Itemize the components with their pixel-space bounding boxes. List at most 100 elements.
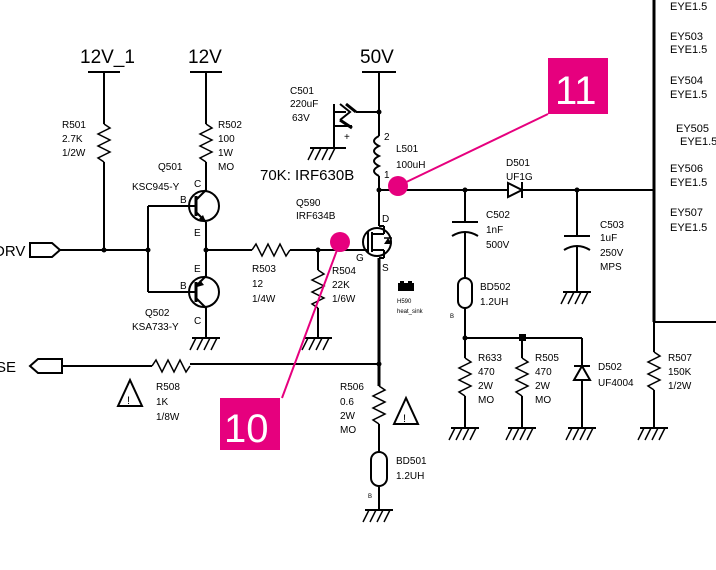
l501-pin1: 1 [384,170,390,181]
r503-resistor: R503 12 1/4W [203,242,362,305]
d501-part: UF1G [506,172,533,183]
q502-pin-e: E [194,264,201,275]
r508-rating: 1/8W [156,412,180,423]
q502-pin-b: B [180,281,187,292]
c502-ref: C502 [486,210,510,221]
r502-ref: R502 [218,120,242,131]
c502-rating: 500V [486,240,510,251]
eye-label-list: EYE1.5 EY503 EYE1.5 EY504 EYE1.5 EY505 E… [670,1,716,234]
bd502-bead: BD502 1.2UH B [450,277,511,338]
rail-12v1: 12V_1 [80,47,135,124]
r506-value: 0.6 [340,397,354,408]
r507-resistor: R507 150K 1/2W [646,322,692,428]
r505-type: MO [535,395,551,406]
rail-50v: 50V [360,47,396,136]
d501-ref: D501 [506,158,530,169]
d502-part: UF4004 [598,378,634,389]
c503-capacitor: C503 1uF 250V MPS [563,190,624,292]
r633-type: MO [478,395,494,406]
q501-transistor: Q501 KSC945-Y B C E [132,162,220,250]
r503-value: 12 [252,279,264,290]
r505-ground [505,427,536,441]
r508-resistor: R508 1K 1/8W [151,358,379,423]
drv-label: DRV [0,243,25,260]
q502-ground [189,337,220,351]
caution-icon: ! [392,395,420,425]
c503-rating: 250V [600,248,624,259]
q501-part: KSC945-Y [132,182,180,193]
r633-ground [448,427,479,441]
c503-ref: C503 [600,220,624,231]
eye-label: EYE1.5 [670,177,707,189]
q502-ref: Q502 [145,308,170,319]
eye-label: EYE1.5 [670,44,707,56]
q590-pin-d: D [382,214,389,225]
c501-rating: 63V [292,113,310,124]
eye-label: EY506 [670,163,703,175]
l501-pin2: 2 [384,132,390,143]
r505-value: 470 [535,367,552,378]
r501-value: 2.7K [62,134,83,145]
r505-resistor: R505 470 2W MO [514,338,559,428]
q502-part: KSA733-Y [132,322,179,333]
adjacent-block-border [652,0,716,323]
eye-label: EYE1.5 [680,136,716,148]
q502-transistor: B E C Q502 KSA733-Y [132,250,220,338]
r507-value: 150K [668,367,692,378]
caution-icon: ! [116,377,144,407]
r508-ref: R508 [156,382,180,393]
q501-pin-e: E [194,228,201,239]
q501-ref: Q501 [158,162,183,173]
heatsink-symbol: H590 heat_sink [397,281,424,315]
callout-10: 10 [220,232,350,451]
caution-mark-2: ! [403,413,406,425]
caution-mark-1: ! [127,395,130,407]
rail-12v: 12V [188,47,222,124]
sense-port: SE [0,358,152,376]
d501-diode: D501 UF1G [506,158,654,199]
callout-10-number: 10 [224,407,269,451]
eye-label: EY505 [676,123,709,135]
q590-part: IRF634B [296,211,336,222]
rail-12v1-label: 12V_1 [80,47,135,68]
r506-rating: 2W [340,411,356,422]
rail-12v-label: 12V [188,47,222,68]
r633-rating: 2W [478,381,494,392]
sense-label: SE [0,359,16,376]
r507-ref: R507 [668,353,692,364]
c503-type: MPS [600,262,622,273]
r633-value: 470 [478,367,495,378]
callout-11-number: 11 [555,69,597,113]
eye-label: EYE1.5 [670,89,707,101]
heatsink-label2: heat_sink [397,309,424,315]
bd502-ref: BD502 [480,282,511,293]
q501-pin-c: C [194,179,201,190]
c502-capacitor: C502 1nF 500V [451,190,510,278]
c501-ground [307,147,346,161]
rail-50v-label: 50V [360,47,394,68]
c501-ref: C501 [290,86,314,97]
r501-ref: R501 [62,120,86,131]
q590-mosfet: D G S Q590 IRF634B 70K: IRF630B [260,167,392,274]
c503-ground [560,291,591,305]
r502-rating: 1W [218,148,234,159]
q501-pin-b: B [180,195,187,206]
r504-resistor: R504 22K 1/6W [310,247,356,338]
c501-capacitor: + C501 220uF 63V [290,86,382,148]
r506-ref: R506 [340,382,364,393]
q590-pin-s: S [382,263,389,274]
q502-pin-c: C [194,316,201,327]
bd501-bead: BD501 1.2UH B [368,451,427,510]
bd501-ref: BD501 [396,456,427,467]
bd501-value: 1.2UH [396,471,424,482]
bd501-ground [362,509,393,523]
r506-type: MO [340,425,356,436]
r503-ref: R503 [252,264,276,275]
r633-resistor: R633 470 2W MO [457,338,502,428]
r505-ref: R505 [535,353,559,364]
d502-diode: D502 UF4004 [572,338,634,428]
bd501-pin: B [368,494,372,500]
drv-port: DRV [0,242,151,260]
r633-ref: R633 [478,353,502,364]
c501-value: 220uF [290,99,318,110]
